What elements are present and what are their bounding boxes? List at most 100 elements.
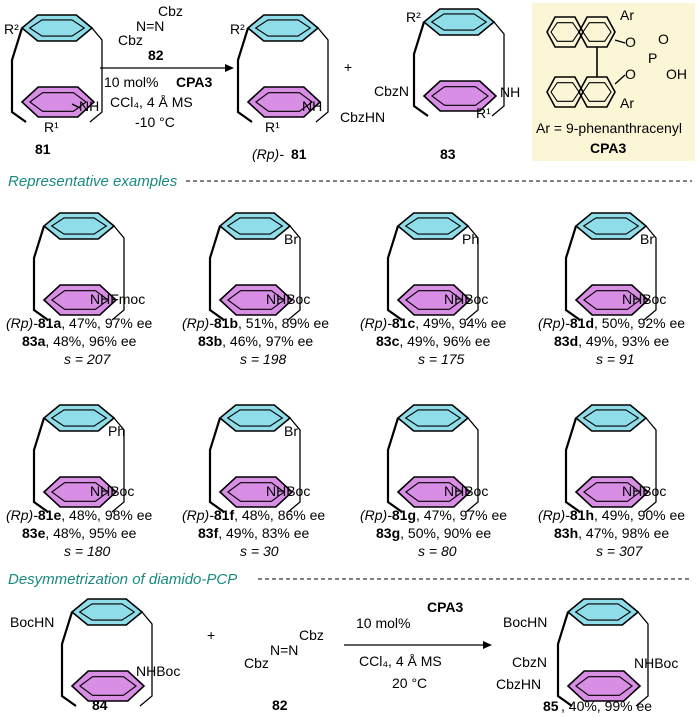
prod2-cbzn: CbzN — [374, 83, 409, 99]
example-a-line2: 83a, 48%, 96% ee — [22, 333, 137, 349]
cond-line1-pre: 10 mol% — [104, 74, 158, 90]
ex-b-ring-top — [218, 212, 292, 240]
plus-sign: + — [344, 59, 352, 75]
ex-c-ring-top — [396, 212, 470, 240]
ex-g-bridge-right — [465, 417, 479, 513]
ex-h-ring-top-inner — [582, 409, 640, 427]
desym-cond2: CCl₄, 4 Å MS — [359, 653, 442, 669]
ex-e-bridge-left — [32, 417, 49, 513]
prod81-ring-top — [246, 14, 320, 42]
cmpd84-ring-bottom-inner — [78, 676, 138, 696]
prod81-ring-top-inner — [254, 19, 312, 37]
cat-naph-ring-2-inner — [582, 22, 612, 42]
ex-c-bridge-right — [465, 225, 479, 321]
ex-a-ring-top-inner — [50, 217, 108, 235]
start81-bridge-left — [10, 27, 27, 123]
example-h-line2: 83h, 47%, 98% ee — [554, 525, 669, 541]
example-d-amide: NHBoc — [622, 291, 666, 307]
example-b-substituent: Br — [284, 231, 298, 247]
cat-naph-ring-4 — [578, 76, 616, 108]
cmpd85-bridge-left — [556, 611, 573, 707]
example-g-line2: 83g, 50%, 90% ee — [376, 525, 491, 541]
product-83 — [412, 8, 505, 117]
product-rp-81 — [236, 14, 329, 123]
start-compound-label: 81 — [35, 141, 51, 157]
prod81-bridge-left — [236, 27, 253, 123]
example-e-line3: s = 180 — [64, 543, 111, 559]
desym-reagent-cbz-bottom: Cbz — [244, 655, 269, 671]
prod85-nhboc: NHBoc — [634, 655, 678, 671]
ex-e-ring-top-inner — [50, 409, 108, 427]
catalyst-structure — [546, 16, 626, 108]
prod2-r1: R¹ — [476, 105, 491, 121]
ex-g-ring-top-inner — [404, 409, 462, 427]
cat-o1: O — [625, 34, 636, 50]
cmpd84-ring-top — [70, 598, 144, 626]
example-b-line2: 83b, 46%, 97% ee — [198, 333, 313, 349]
cat-oh: OH — [666, 66, 687, 82]
azo-reagent-82-b: Cbz Cbz N=N 82 — [244, 627, 324, 713]
ex-g-bridge-left — [386, 417, 403, 513]
ex-c-ring-top-inner — [404, 217, 462, 235]
ex-b-ring-top-inner — [226, 217, 284, 235]
reagent-number: 82 — [148, 47, 164, 63]
prod85-cbzn: CbzN — [512, 654, 547, 670]
cmpd84-ring-bottom — [70, 670, 146, 702]
start84-label: 84 — [92, 697, 108, 713]
example-e-substituent: Ph — [108, 423, 125, 439]
prod85-label: 85 — [543, 698, 559, 714]
cat-oxo: O — [658, 31, 669, 47]
start81-nh-bond — [71, 103, 81, 109]
start81-ring-top-inner — [28, 19, 86, 37]
desym-cond1-pre: 10 mol% — [356, 615, 410, 631]
example-c-amide: NHBoc — [444, 291, 488, 307]
ex-d-ring-top — [574, 212, 648, 240]
desym-arrow-head — [483, 641, 492, 649]
start81-ring-top — [20, 14, 94, 42]
example-d-line2: 83d, 49%, 93% ee — [554, 333, 669, 349]
catalyst-name: CPA3 — [590, 140, 627, 156]
ex-d-bridge-right — [643, 225, 657, 321]
example-f-line2: 83f, 49%, 83% ee — [198, 525, 310, 541]
cmpd84-bridge-left — [60, 611, 77, 707]
azo-reagent-82: Cbz Cbz N=N 82 — [118, 3, 183, 63]
r1-label: R¹ — [44, 119, 59, 135]
prod2-cbzhn: CbzHN — [340, 109, 385, 125]
ex-c-bridge-left — [386, 225, 403, 321]
prod85-bochn: BocHN — [503, 614, 547, 630]
cat-ar-definition: Ar = 9-phenanthracenyl — [536, 120, 682, 136]
start84-nhboc: NHBoc — [136, 663, 180, 679]
ex-e-ring-bottom-inner — [50, 482, 110, 502]
section-title-desym: Desymmetrization of diamido-PCP — [8, 571, 237, 588]
reagent-cbz-bottom: Cbz — [118, 32, 143, 48]
prod83-ring-top-inner — [430, 13, 488, 31]
example-f-line3: s = 30 — [240, 543, 279, 559]
cond-line3: -10 °C — [135, 114, 175, 130]
desym-plus: + — [207, 627, 215, 643]
cmpd85-ring-top-inner — [574, 603, 632, 621]
r2-label: R² — [4, 21, 19, 37]
ex-a-bridge-left — [32, 225, 49, 321]
ex-b-bridge-left — [208, 225, 225, 321]
ex-d-ring-top-inner — [582, 217, 640, 235]
prod1-label: 81 — [291, 146, 307, 162]
cat-p: P — [648, 50, 657, 66]
desym-reagent-label: 82 — [272, 697, 288, 713]
prod81-ring-bottom-inner — [254, 92, 314, 112]
reagent-cbz-top: Cbz — [158, 3, 183, 19]
example-f-amide: NHBoc — [266, 483, 310, 499]
ex-d-bridge-left — [564, 225, 581, 321]
cmpd85-ring-bottom-inner — [574, 676, 634, 696]
desym-reagent-cbz-top: Cbz — [299, 627, 324, 643]
cmpd85-bridge-right — [635, 611, 649, 707]
cat-o2: O — [625, 66, 636, 82]
cmpd84-ring-top-inner — [78, 603, 136, 621]
example-f-line1: (Rp)-81f, 48%, 86% ee — [182, 507, 325, 523]
prod1-nh: NH — [302, 98, 322, 114]
start84-bochn: BocHN — [10, 614, 54, 630]
example-g-line1: (Rp)-81g, 47%, 97% ee — [360, 507, 507, 523]
